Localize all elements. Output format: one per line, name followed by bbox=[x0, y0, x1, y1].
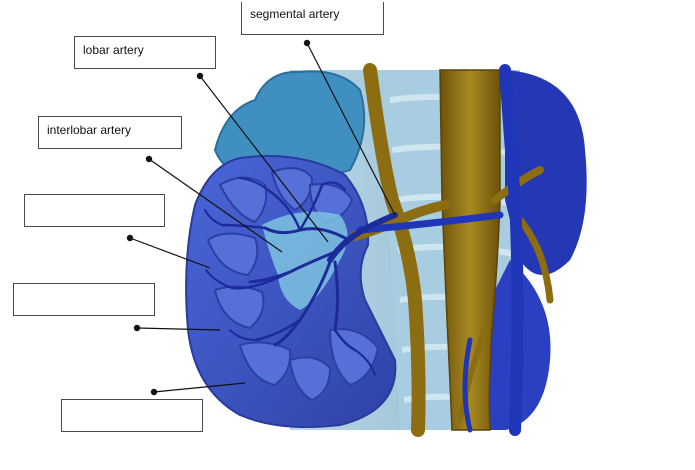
pointer-segmental-artery bbox=[306, 42, 396, 216]
renal-pelvis bbox=[262, 211, 348, 310]
label-lobar-artery: lobar artery bbox=[74, 36, 216, 69]
dot-interlobar-artery bbox=[145, 155, 153, 163]
renal-pyramids bbox=[206, 167, 380, 402]
pointer-blank-3 bbox=[153, 382, 246, 393]
dot-blank-3 bbox=[150, 388, 158, 396]
dot-blank-2 bbox=[133, 324, 141, 332]
pointer-lines bbox=[129, 42, 396, 393]
label-blank-1[interactable] bbox=[24, 194, 165, 227]
label-blank-3[interactable] bbox=[61, 399, 203, 432]
pointer-blank-2 bbox=[136, 327, 221, 331]
pointer-interlobar-artery bbox=[148, 158, 283, 253]
label-blank-2[interactable] bbox=[13, 283, 155, 316]
pointer-dots bbox=[126, 39, 311, 396]
dot-segmental-artery bbox=[303, 39, 311, 47]
aorta bbox=[439, 69, 501, 431]
renal-veins bbox=[356, 64, 524, 436]
label-interlobar-artery: interlobar artery bbox=[38, 116, 182, 149]
dot-lobar-artery bbox=[196, 72, 204, 80]
label-segmental-artery: segmental artery bbox=[241, 2, 384, 35]
pointer-blank-1 bbox=[129, 237, 211, 269]
dot-blank-1 bbox=[126, 234, 134, 242]
renal-artery-branches bbox=[204, 177, 398, 376]
pointer-lobar-artery bbox=[199, 75, 329, 243]
